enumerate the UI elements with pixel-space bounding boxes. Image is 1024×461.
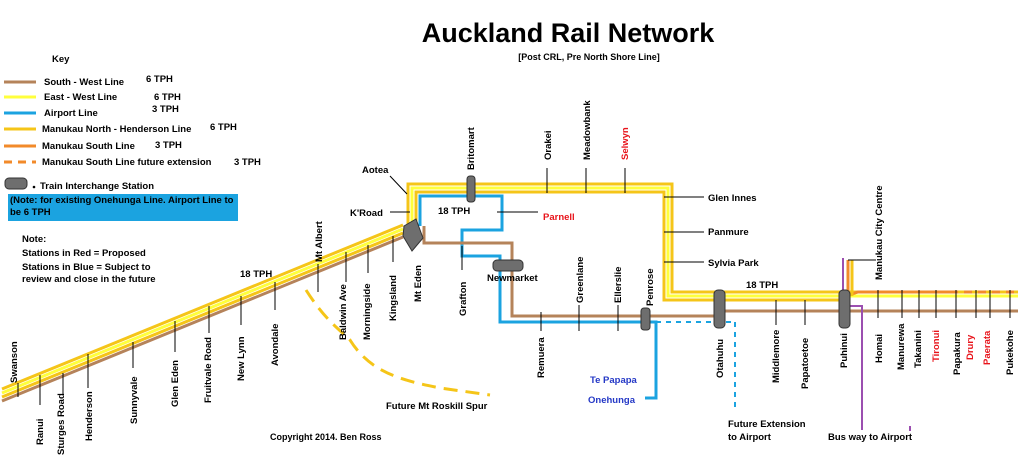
station-label-sturges: Sturges Road xyxy=(56,393,67,455)
line-manukau-north-loop-2 xyxy=(414,190,845,302)
station-label-greenlane: Greenlane xyxy=(575,257,586,303)
station-newmarket-interchange xyxy=(492,259,524,272)
annotation-airport-ext-2: to Airport xyxy=(728,432,772,443)
note-blue-stations: Stations in Blue = Subject to review and… xyxy=(22,262,156,285)
copyright: Copyright 2014. Ben Ross xyxy=(270,432,382,442)
line-manukau-north-loop xyxy=(406,182,1018,294)
station-label-newmarket: Newmarket xyxy=(487,273,539,284)
station-label-ranui: Ranui xyxy=(35,419,46,445)
station-label-paerata: Paerata xyxy=(982,330,993,365)
station-label-sunnyvale: Sunnyvale xyxy=(129,376,140,424)
station-puhinui-interchange xyxy=(838,289,851,329)
key-label-manukau-north: Manukau North - Henderson Line xyxy=(42,124,191,135)
key-freq-airport: 3 TPH xyxy=(152,104,179,115)
station-label-new-lynn: New Lynn xyxy=(236,336,247,381)
station-label-britomart: Britomart xyxy=(466,126,477,170)
station-label-kingsland: Kingsland xyxy=(388,275,399,321)
station-label-baldwin: Baldwin Ave xyxy=(338,284,349,340)
station-otahuhu-interchange xyxy=(713,289,726,329)
key-label-interchange: Train Interchange Station xyxy=(40,181,154,192)
key-label-manukau-south-ext: Manukau South Line future extension xyxy=(42,157,212,168)
station-label-onehunga: Onehunga xyxy=(588,395,636,406)
station-label-glen-eden: Glen Eden xyxy=(170,360,181,407)
station-label-middlemore: Middlemore xyxy=(771,330,782,383)
station-label-aotea: Aotea xyxy=(362,165,389,176)
line-manukau-north-west-2 xyxy=(1,231,404,399)
station-label-remuera: Remuera xyxy=(536,337,547,378)
key-dot-icon xyxy=(32,185,36,189)
line-busway xyxy=(842,258,863,430)
line-south-west-west xyxy=(1,235,404,403)
key-freq-east-west: 6 TPH xyxy=(154,92,181,103)
station-label-pukekohe: Pukekohe xyxy=(1005,330,1016,375)
station-label-mt-albert: Mt Albert xyxy=(314,220,325,262)
key-interchange-icon xyxy=(4,177,28,190)
station-label-papatoetoe: Papatoetoe xyxy=(800,338,811,389)
annotation-busway: Bus way to Airport xyxy=(828,432,913,443)
station-label-tironui: Tironui xyxy=(931,330,942,362)
note-box-text: (Note: for existing Onehunga Line. Airpo… xyxy=(10,195,234,218)
station-label-otahuhu: Otahuhu xyxy=(715,339,726,378)
note-box-onehunga: (Note: for existing Onehunga Line. Airpo… xyxy=(8,194,238,221)
station-label-selwyn: Selwyn xyxy=(620,127,631,160)
station-label-morningside: Morningside xyxy=(362,284,373,340)
line-east-west-loop xyxy=(410,186,1018,298)
map-subtitle: [Post CRL, Pre North Shore Line] xyxy=(518,52,660,62)
key-freq-south-west: 6 TPH xyxy=(146,74,173,85)
freq-label-crl: 18 TPH xyxy=(438,206,470,217)
station-label-grafton: Grafton xyxy=(458,282,469,317)
station-label-papakura: Papakura xyxy=(952,332,963,375)
station-label-manurewa: Manurewa xyxy=(896,323,907,370)
line-manukau-north-west xyxy=(1,223,404,391)
line-roskill-spur xyxy=(304,289,491,397)
key-freq-manukau-north: 6 TPH xyxy=(210,122,237,133)
key-label-airport: Airport Line xyxy=(44,108,98,119)
annotation-airport-ext-1: Future Extension xyxy=(728,419,806,430)
note-red-stations: Stations in Red = Proposed xyxy=(22,248,146,259)
station-ticks xyxy=(17,168,1011,405)
note-heading: Note: xyxy=(22,234,46,245)
annotation-roskill: Future Mt Roskill Spur xyxy=(386,401,488,412)
key-freq-manukau-south-ext: 3 TPH xyxy=(234,157,261,168)
station-britomart-interchange xyxy=(466,175,476,203)
station-label-homai: Homai xyxy=(874,334,885,363)
station-label-panmure: Panmure xyxy=(708,227,749,238)
key-heading: Key xyxy=(52,54,70,65)
station-label-te-papapa: Te Papapa xyxy=(590,375,638,386)
freq-label-south: 18 TPH xyxy=(746,280,778,291)
station-label-drury: Drury xyxy=(965,334,976,360)
station-label-swanson: Swanson xyxy=(9,341,20,383)
station-label-ellerslie: Ellerslie xyxy=(613,267,624,303)
station-label-manukau: Manukau City Centre xyxy=(874,186,885,281)
key-label-south-west: South - West Line xyxy=(44,77,124,88)
station-label-glen-innes: Glen Innes xyxy=(708,193,757,204)
key-label-east-west: East - West Line xyxy=(44,92,117,103)
station-label-orakei: Orakei xyxy=(543,130,554,160)
line-east-west-west xyxy=(1,227,404,395)
station-label-puhinui: Puhinui xyxy=(839,333,850,368)
station-mt-eden-interchange xyxy=(402,218,424,252)
station-label-henderson: Henderson xyxy=(84,391,95,441)
station-label-meadowbank: Meadowbank xyxy=(582,100,593,160)
key-freq-manukau-south: 3 TPH xyxy=(155,140,182,151)
freq-label-west: 18 TPH xyxy=(240,269,272,280)
station-label-fruitvale: Fruitvale Road xyxy=(203,337,214,403)
station-label-parnell: Parnell xyxy=(543,212,575,223)
station-label-avondale: Avondale xyxy=(270,324,281,366)
station-label-kroad: K'Road xyxy=(350,208,383,219)
station-label-takanini: Takanini xyxy=(913,330,924,368)
station-label-sylvia-park: Sylvia Park xyxy=(708,258,759,269)
station-label-mt-eden: Mt Eden xyxy=(413,265,424,302)
key-label-manukau-south: Manukau South Line xyxy=(42,141,135,152)
station-penrose-interchange xyxy=(640,307,651,331)
station-label-penrose: Penrose xyxy=(645,269,656,307)
map-title: Auckland Rail Network xyxy=(422,18,716,48)
